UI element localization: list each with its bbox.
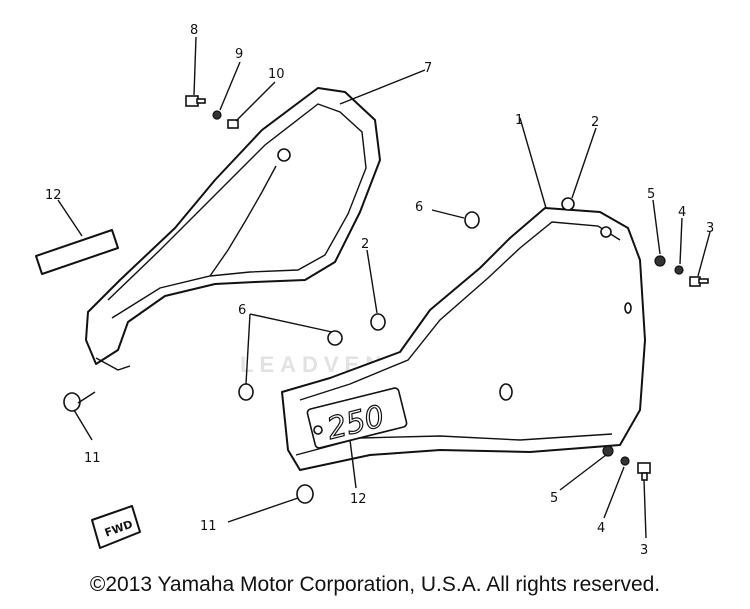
left-side-cover (85, 87, 381, 371)
callout-6-mid: 6 (238, 303, 246, 318)
callout-11-left: 11 (84, 451, 101, 466)
callout-2-mid: 2 (361, 237, 369, 252)
damper-11b-icon (296, 484, 314, 504)
callout-3-right: 3 (706, 221, 714, 236)
callout-12-top: 12 (45, 188, 62, 203)
callout-9: 9 (235, 47, 243, 62)
copyright-footer: ©2013 Yamaha Motor Corporation, U.S.A. A… (89, 573, 661, 596)
callout-7: 7 (424, 61, 432, 76)
hardware-group (63, 95, 709, 504)
washer-4b-icon (620, 456, 630, 466)
leader-lines (57, 36, 711, 539)
callout-1: 1 (515, 113, 523, 128)
callout-labels: 8 9 10 7 12 1 2 6 5 4 3 2 6 11 11 12 5 4… (45, 23, 714, 558)
callout-4-right: 4 (678, 205, 686, 220)
washer-4a-icon (674, 265, 684, 275)
callout-11-bottom: 11 (200, 519, 217, 534)
washer-5a-icon (654, 255, 666, 267)
right-side-cover: 250 (281, 207, 646, 471)
nut-10-icon (227, 119, 239, 129)
washer-5b-icon (602, 445, 614, 457)
bolt-8-icon (185, 95, 206, 107)
callout-3-bottom: 3 (640, 543, 648, 558)
grommet-6b1-icon (327, 330, 343, 346)
emblem-strip (35, 229, 119, 275)
washer-9-icon (212, 110, 222, 120)
callout-2-top: 2 (591, 115, 599, 130)
fwd-tag: FWD (91, 505, 141, 549)
callout-10: 10 (268, 67, 285, 82)
bolt-3a-icon (689, 276, 709, 287)
damper-11a-icon (63, 392, 81, 412)
grommet-2a-icon (561, 197, 575, 211)
callout-8: 8 (190, 23, 198, 38)
callout-5-right: 5 (647, 187, 655, 202)
callout-12-bottom: 12 (350, 492, 367, 507)
callout-6-top: 6 (415, 200, 423, 215)
bolt-3b-icon (637, 462, 651, 481)
callout-5-bottom: 5 (550, 491, 558, 506)
grommet-6a-icon (464, 211, 480, 229)
grommet-2b-icon (370, 313, 386, 331)
callout-4-bottom: 4 (597, 521, 605, 536)
grommet-6b2-icon (238, 383, 254, 401)
